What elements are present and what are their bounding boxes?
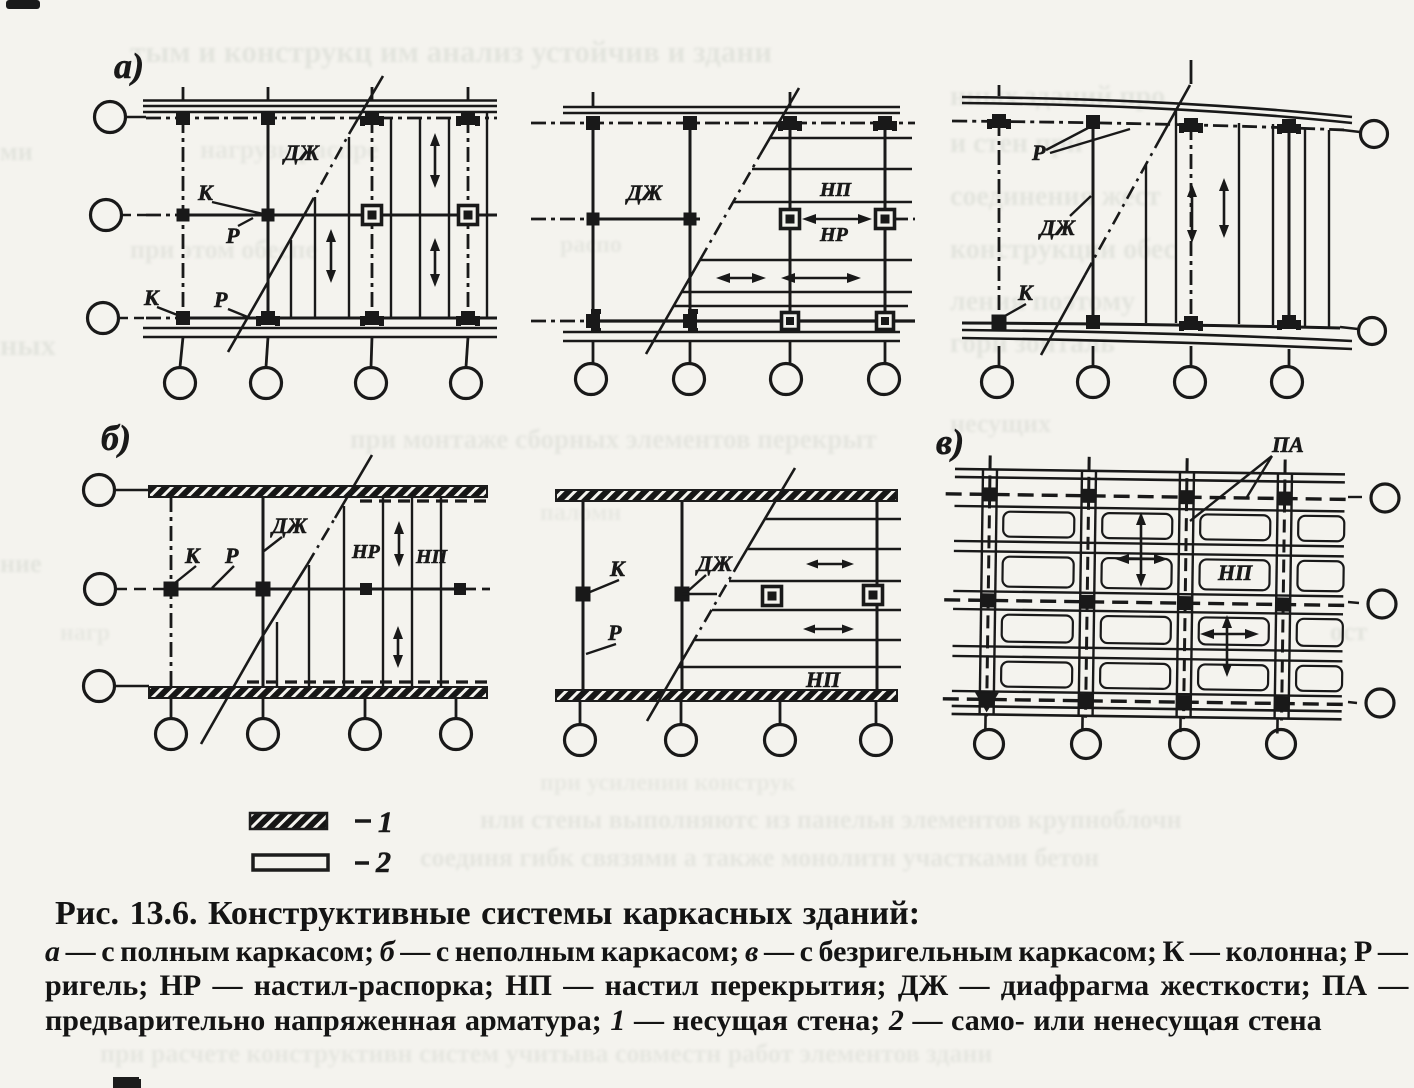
- svg-text:при этом обеспе: при этом обеспе: [130, 235, 317, 264]
- svg-text:ост: ост: [1330, 617, 1368, 646]
- svg-text:соединя гибк связями а так: соединя гибк связями а также монолитн уч…: [420, 843, 1099, 872]
- svg-text:НП: НП: [415, 546, 449, 568]
- svg-text:НР: НР: [819, 224, 849, 246]
- svg-text:ДЖ: ДЖ: [695, 551, 733, 576]
- svg-text:соединения жест: соединения жест: [950, 181, 1161, 212]
- svg-text:б): б): [101, 418, 131, 458]
- svg-text:НП: НП: [1217, 560, 1253, 585]
- svg-text:при монтаже сборных элемент: при монтаже сборных элементов перекрыт: [350, 424, 877, 454]
- svg-text:2: 2: [375, 846, 391, 879]
- svg-text:в): в): [936, 422, 964, 462]
- svg-text:К: К: [1017, 280, 1034, 305]
- svg-text:Р: Р: [224, 543, 239, 568]
- svg-text:К: К: [143, 285, 160, 310]
- svg-text:несущих: несущих: [950, 409, 1051, 438]
- svg-text:а): а): [114, 46, 144, 86]
- svg-text:ДЖ: ДЖ: [625, 180, 663, 205]
- svg-text:1: 1: [378, 806, 393, 839]
- svg-text:ных: ных: [0, 329, 56, 362]
- svg-text:К: К: [197, 180, 214, 205]
- svg-text:НП: НП: [805, 667, 841, 692]
- svg-text:ми: ми: [0, 137, 33, 166]
- svg-text:Р: Р: [213, 287, 228, 312]
- svg-text:Р: Р: [607, 620, 622, 645]
- svg-text:ние: ние: [0, 549, 42, 578]
- svg-text:ДЖ: ДЖ: [1038, 215, 1076, 240]
- svg-text:паломн: паломн: [540, 500, 621, 526]
- svg-text:НР: НР: [351, 541, 381, 563]
- svg-text:распо: распо: [560, 232, 622, 258]
- svg-text:нагр: нагр: [60, 620, 110, 646]
- svg-text:НП: НП: [819, 179, 853, 201]
- svg-text:ДЖ: ДЖ: [282, 140, 320, 165]
- svg-text:Р: Р: [1031, 140, 1046, 165]
- svg-text:ДЖ: ДЖ: [270, 513, 308, 538]
- svg-text:при усилении конструк: при усилении конструк: [540, 770, 795, 796]
- svg-text:К: К: [184, 543, 201, 568]
- svg-text:К: К: [609, 556, 626, 581]
- svg-text:нли стены выполняютс из па: нли стены выполняютс из панельн элементо…: [480, 805, 1182, 834]
- svg-text:ления поэтому: ления поэтому: [950, 286, 1135, 317]
- svg-text:ПА: ПА: [1271, 432, 1304, 457]
- svg-text:и стен при: и стен при: [950, 128, 1083, 159]
- svg-text:при расчете конструктивн си: при расчете конструктивн систем учитыва …: [100, 1039, 992, 1068]
- svg-text:конструкции обес: конструкции обес: [950, 234, 1176, 265]
- svg-text:Р: Р: [225, 223, 240, 248]
- svg-text:тым и конструкц им анализ: тым и конструкц им анализ устойчив и зда…: [130, 34, 772, 69]
